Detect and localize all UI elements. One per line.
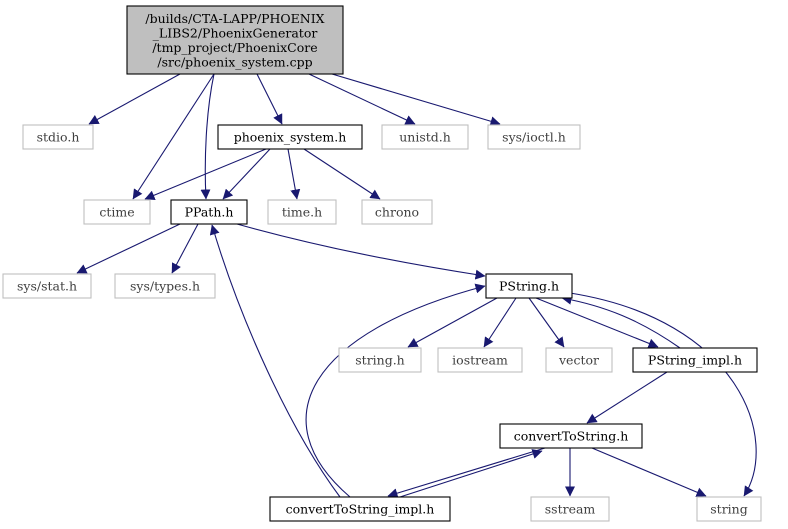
node-iostream-box (437, 347, 523, 373)
node-sstream: sstream (530, 496, 610, 522)
edge-root-to-stdio_h (88, 73, 181, 125)
node-string_h-box (338, 347, 422, 373)
node-chrono-label-line: chrono (375, 205, 419, 220)
node-phoenix_system_h-box (217, 124, 363, 150)
node-sys_ioctl_h: sys/ioctl.h (487, 124, 581, 150)
nodes-layer: /builds/CTA-LAPP/PHOENIX_LIBS2/PhoenixGe… (2, 5, 762, 522)
node-root-label-line: /tmp_project/PhoenixCore (152, 40, 317, 55)
edge-phoenix_system_h-to-chrono (303, 148, 381, 200)
node-iostream-label-line: iostream (452, 353, 508, 368)
node-sstream-box (530, 496, 610, 522)
node-converttostring_h-label-line: convertToString.h (514, 429, 629, 444)
edge-phoenix_system_h-to-ppath_h (222, 148, 271, 200)
edge-phoenix_system_h-to-time_h (287, 148, 301, 200)
node-converttostring_impl_h-box (269, 496, 451, 522)
node-vector: vector (545, 347, 613, 373)
node-stdio_h-box (22, 124, 94, 150)
node-converttostring_h[interactable]: convertToString.h (499, 423, 643, 449)
node-root-label-line: /builds/CTA-LAPP/PHOENIX (145, 11, 324, 26)
node-pstring_h-label-line: PString.h (499, 279, 559, 294)
node-ppath_h[interactable]: PPath.h (170, 199, 248, 225)
node-sys_ioctl_h-label-line: sys/ioctl.h (502, 130, 566, 145)
node-pstring_impl_h-label-line: PString_impl.h (648, 353, 742, 368)
edge-pstring_h-to-string (569, 292, 757, 497)
node-time_h: time.h (267, 199, 337, 225)
node-iostream: iostream (437, 347, 523, 373)
node-string-label-line: string (710, 502, 747, 517)
edge-converttostring_impl_h-to-converttostring_h (399, 449, 543, 498)
edge-root-to-ppath_h (200, 73, 215, 200)
node-root-label-line: /src/phoenix_system.cpp (157, 54, 312, 69)
node-vector-label-line: vector (558, 353, 599, 368)
node-sys_types_h-label-line: sys/types.h (130, 279, 200, 294)
node-converttostring_impl_h-label-line: convertToString_impl.h (286, 502, 435, 517)
node-time_h-box (267, 199, 337, 225)
edge-ppath_h-to-pstring_h (236, 223, 486, 280)
node-ppath_h-label-line: PPath.h (185, 205, 234, 220)
node-sys_stat_h-label-line: sys/stat.h (17, 279, 77, 294)
node-unistd_h-box (381, 124, 469, 150)
node-stdio_h: stdio.h (22, 124, 94, 150)
node-sys_stat_h: sys/stat.h (2, 273, 92, 299)
node-pstring_h[interactable]: PString.h (485, 273, 573, 299)
edge-pstring_impl_h-to-pstring_h (561, 294, 681, 349)
node-root[interactable]: /builds/CTA-LAPP/PHOENIX_LIBS2/PhoenixGe… (126, 5, 344, 75)
edge-pstring_h-to-iostream (483, 297, 517, 348)
node-unistd_h: unistd.h (381, 124, 469, 150)
node-unistd_h-label-line: unistd.h (399, 130, 451, 145)
edge-root-to-ctime (132, 73, 215, 200)
node-string_h-label-line: string.h (355, 353, 405, 368)
edge-pstring_h-to-pstring_impl_h (535, 297, 659, 349)
edge-pstring_impl_h-to-converttostring_h (586, 371, 668, 424)
node-converttostring_impl_h[interactable]: convertToString_impl.h (269, 496, 451, 522)
node-string-box (696, 496, 762, 522)
node-pstring_h-box (485, 273, 573, 299)
node-sstream-label-line: sstream (545, 502, 596, 517)
edge-converttostring_h-to-converttostring_impl_h (387, 447, 546, 499)
node-chrono-box (361, 199, 433, 225)
edge-root-to-phoenix_system_h (256, 73, 283, 125)
node-ctime-label-line: ctime (99, 205, 134, 220)
node-string: string (696, 496, 762, 522)
edge-pstring_h-to-string_h (407, 297, 498, 348)
node-ctime-box (83, 199, 151, 225)
edge-ppath_h-to-sys_types_h (171, 223, 199, 274)
edge-root-to-sys_ioctl_h (331, 73, 501, 127)
edge-ppath_h-to-sys_stat_h (76, 223, 181, 274)
edge-converttostring_h-to-string (591, 447, 707, 497)
node-vector-box (545, 347, 613, 373)
node-ppath_h-box (170, 199, 248, 225)
node-converttostring_h-box (499, 423, 643, 449)
edge-pstring_h-to-vector (528, 297, 565, 348)
node-sys_stat_h-box (2, 273, 92, 299)
node-ctime: ctime (83, 199, 151, 225)
node-time_h-label-line: time.h (282, 205, 322, 220)
node-sys_types_h-box (114, 273, 216, 299)
node-sys_ioctl_h-box (487, 124, 581, 150)
node-string_h: string.h (338, 347, 422, 373)
node-chrono: chrono (361, 199, 433, 225)
node-pstring_impl_h-box (632, 347, 758, 373)
node-stdio_h-label-line: stdio.h (37, 130, 80, 145)
node-root-label-line: _LIBS2/PhoenixGenerator (153, 25, 318, 40)
node-sys_types_h: sys/types.h (114, 273, 216, 299)
edge-converttostring_impl_h-to-pstring_h (305, 283, 486, 498)
edges-layer (76, 73, 757, 499)
edge-root-to-unistd_h (308, 73, 416, 125)
node-root-box (126, 5, 344, 75)
edge-converttostring_impl_h-to-ppath_h (209, 224, 341, 498)
edge-phoenix_system_h-to-ctime (144, 148, 267, 200)
node-phoenix_system_h[interactable]: phoenix_system.h (217, 124, 363, 150)
node-phoenix_system_h-label-line: phoenix_system.h (234, 130, 347, 145)
node-pstring_impl_h[interactable]: PString_impl.h (632, 347, 758, 373)
